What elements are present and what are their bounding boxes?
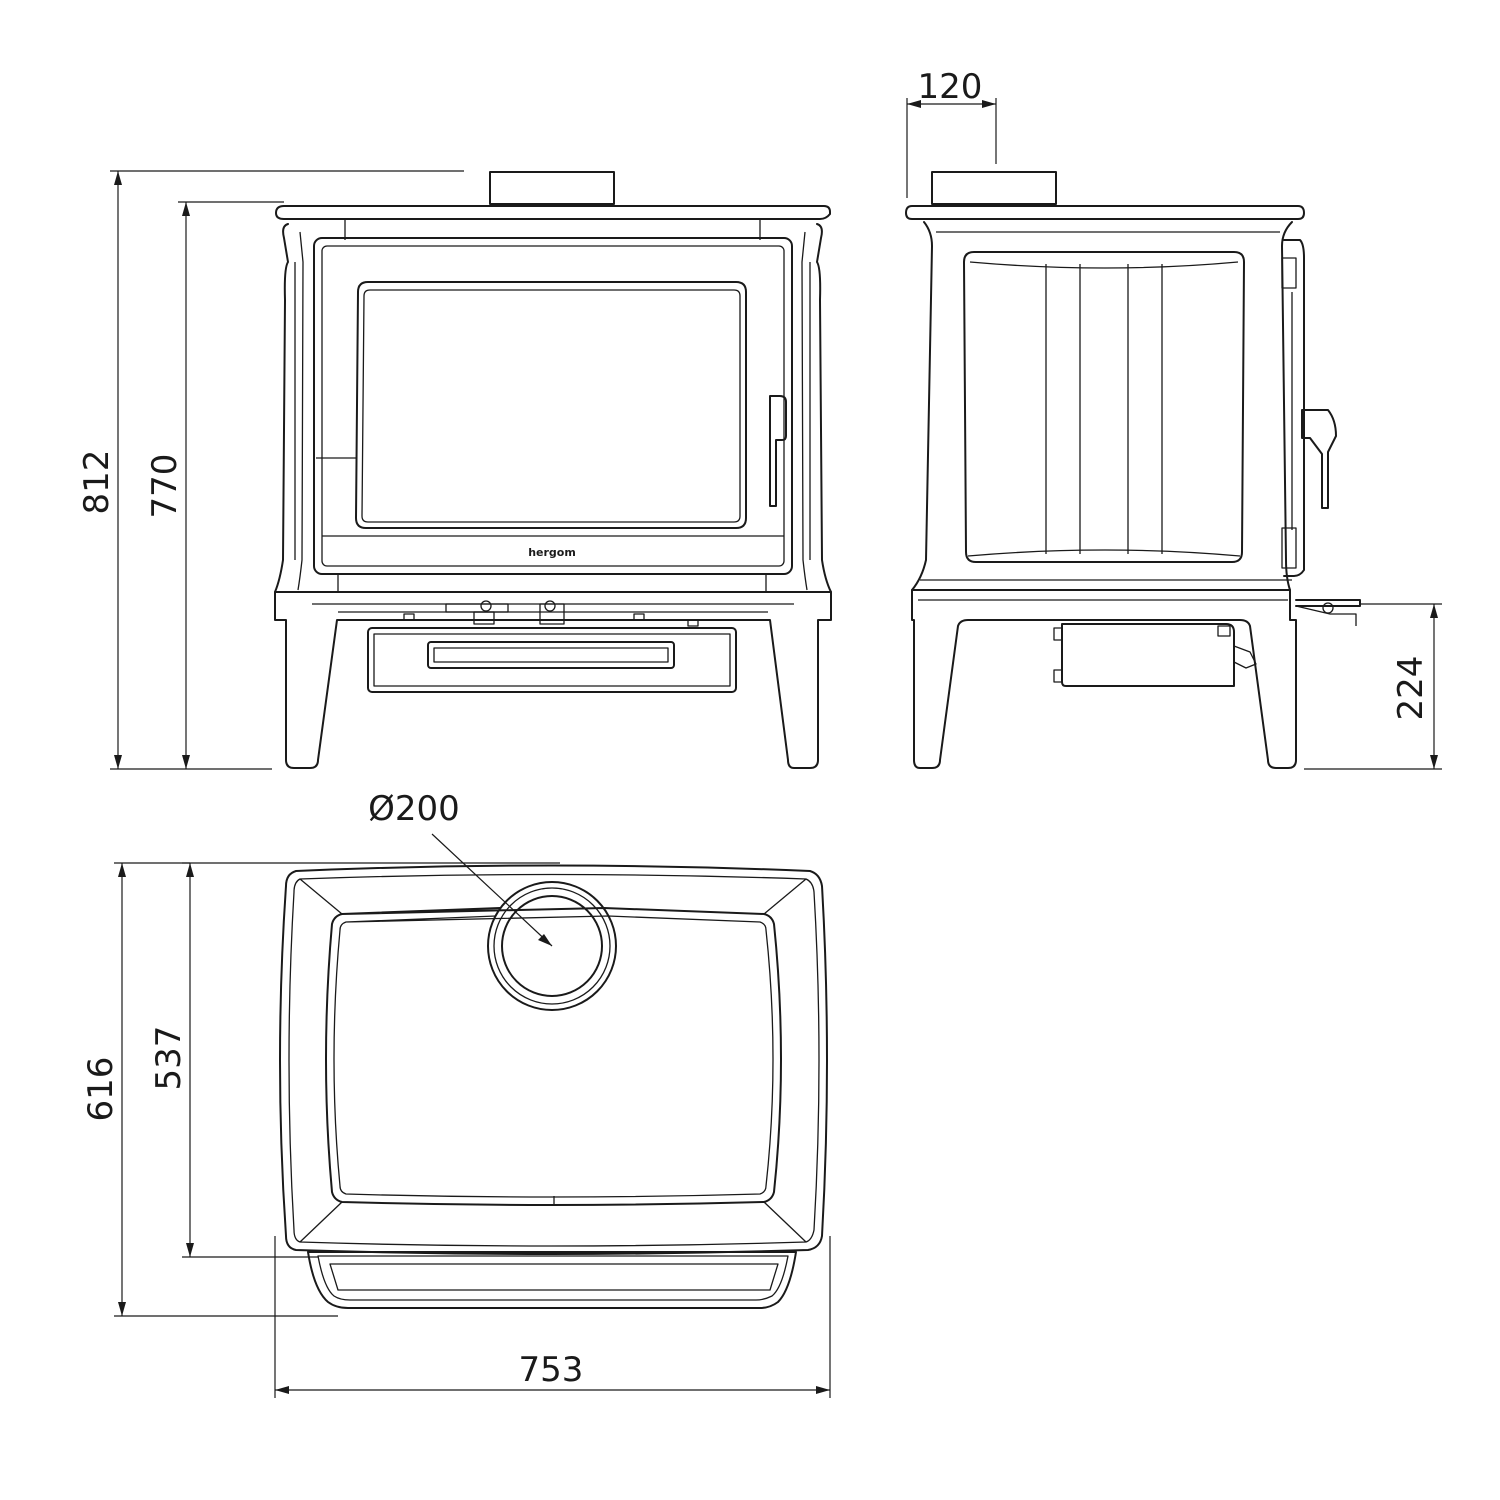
front-view: hergom: [274, 171, 832, 769]
top-view: [279, 864, 828, 1309]
dim-flue-offset: 120: [918, 67, 983, 107]
side-door-edge: [1283, 239, 1305, 577]
dim-leg-height: 224: [1391, 656, 1431, 721]
air-controls: [403, 600, 699, 627]
front-door-frame: [313, 237, 793, 575]
dim-body-height: 770: [145, 454, 185, 519]
top-flue-outer: [487, 881, 617, 1011]
ash-drawer-handle: [427, 641, 675, 669]
side-view: [905, 171, 1361, 769]
dim-flue-diameter: Ø200: [368, 789, 460, 829]
dim-body-depth: 537: [149, 1026, 189, 1091]
dimension-lines: [110, 98, 1442, 1398]
top-outer-plate: [279, 864, 828, 1255]
dimension-labels: 812 770 120 224 Ø200 616 537 753: [77, 67, 1431, 1390]
side-flue-collar: [931, 171, 1057, 205]
top-flue-inner: [501, 895, 603, 997]
ash-drawer: [367, 627, 737, 693]
side-air-control: [1295, 599, 1361, 607]
side-ash-drawer: [1061, 623, 1235, 687]
side-door-handle: [1301, 409, 1337, 509]
front-body: [274, 223, 832, 593]
front-flue-collar: [489, 171, 615, 205]
side-top-plate: [905, 205, 1305, 220]
dim-total-depth: 616: [81, 1057, 121, 1122]
front-top-plate: [275, 205, 831, 220]
front-base: [274, 591, 832, 769]
dim-width: 753: [519, 1350, 584, 1390]
top-front-lip: [307, 1251, 797, 1309]
dim-total-height: 812: [77, 450, 117, 515]
side-body: [911, 221, 1293, 591]
top-inner-recess: [325, 907, 782, 1206]
front-door-glass: [355, 281, 747, 529]
brand-logo: hergom: [528, 546, 576, 559]
side-panel: [963, 251, 1245, 563]
front-door-handle: [769, 395, 787, 507]
side-base: [911, 589, 1297, 769]
